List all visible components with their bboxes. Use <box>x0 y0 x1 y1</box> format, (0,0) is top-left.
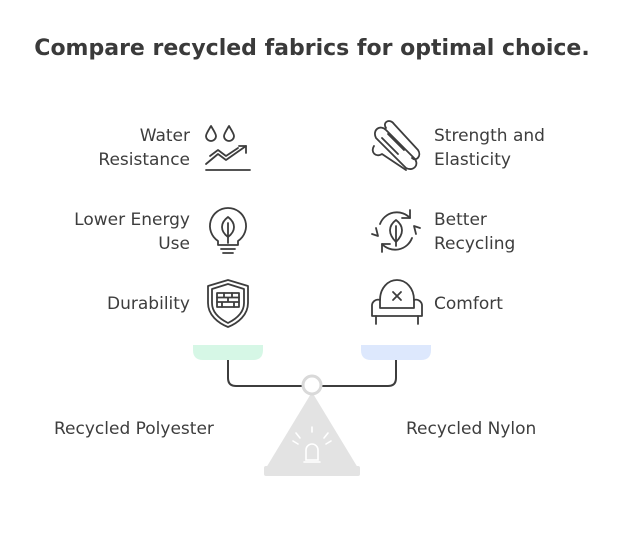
feature-label-comfort: Comfort <box>434 294 503 314</box>
option-label-recycled-nylon: Recycled Nylon <box>406 419 537 439</box>
lightbulb-watermark-icon <box>292 426 332 463</box>
pan-recycled-polyester <box>193 345 263 360</box>
recycle-leaf-icon <box>371 209 421 253</box>
feature-label-lower-energy-use: Lower Energy Use <box>74 210 190 254</box>
balance-base <box>264 466 360 476</box>
feature-label-better-recycling: Better Recycling <box>434 210 516 254</box>
page-title: Compare recycled fabrics for optimal cho… <box>34 36 590 61</box>
water-drops-trend-icon <box>205 125 251 171</box>
balance-pivot <box>301 374 323 396</box>
shield-brick-icon <box>207 279 249 328</box>
option-label-recycled-polyester: Recycled Polyester <box>54 419 214 439</box>
feature-label-strength-elasticity: Strength and Elasticity <box>434 126 545 170</box>
leaf-bulb-icon <box>209 207 247 254</box>
fabric-strands-icon <box>371 120 421 171</box>
armchair-icon <box>371 279 423 325</box>
pan-recycled-nylon <box>361 345 431 360</box>
feature-label-water-resistance: Water Resistance <box>98 126 190 170</box>
feature-label-durability: Durability <box>107 294 190 314</box>
